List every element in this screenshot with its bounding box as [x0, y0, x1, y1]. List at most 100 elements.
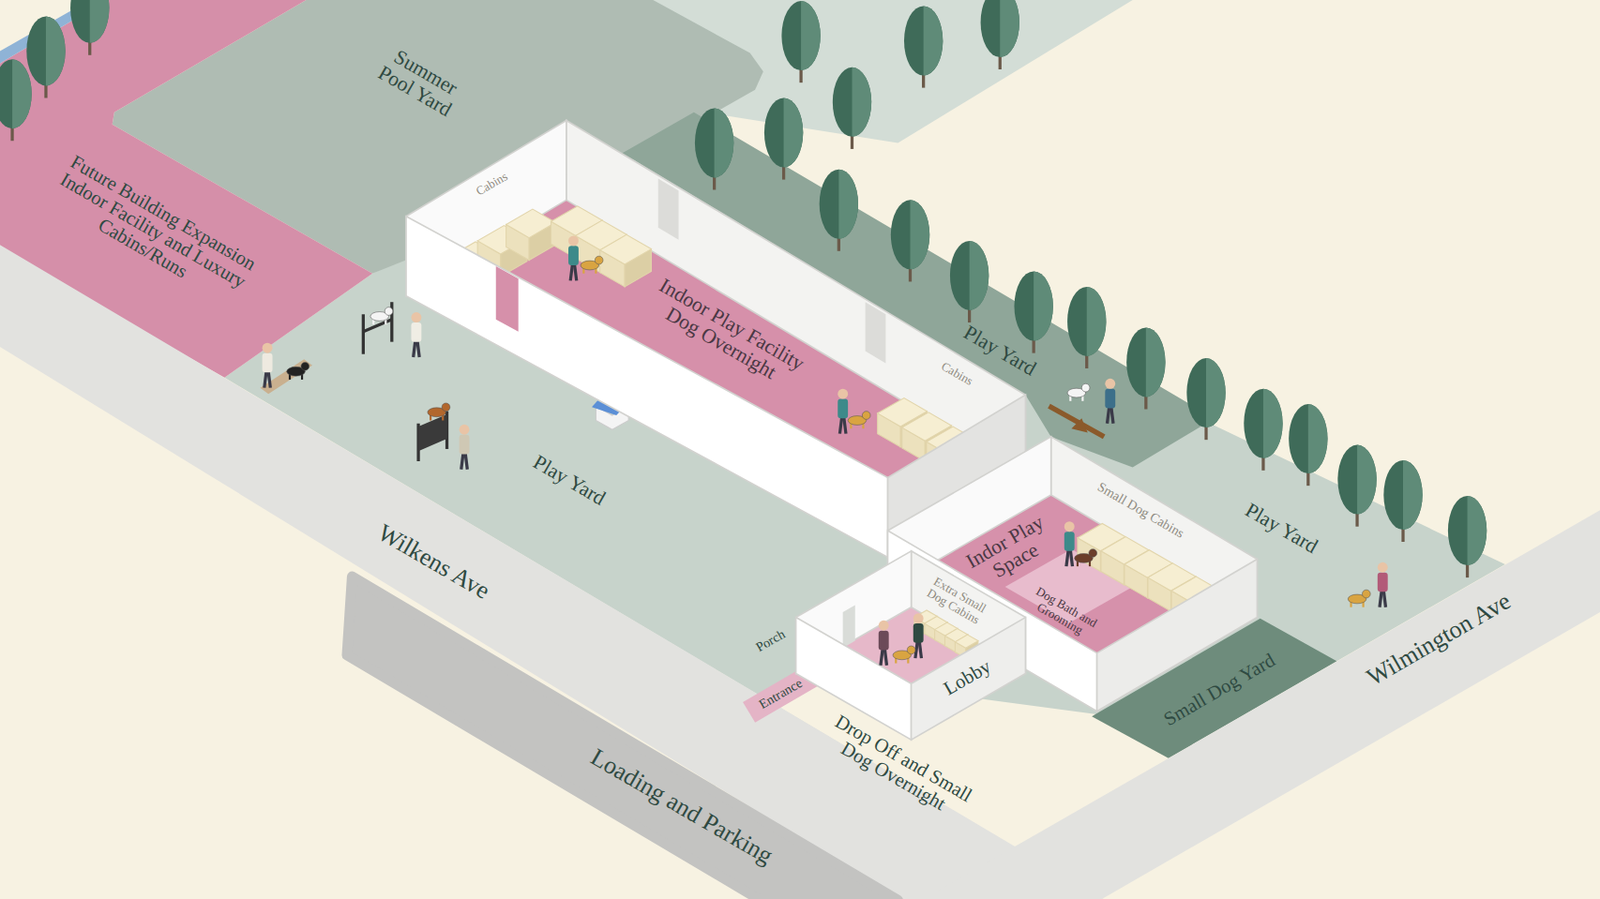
person-leg: [461, 452, 464, 469]
person-body: [913, 623, 924, 644]
cabin-top: [600, 234, 652, 265]
person-leg: [1111, 407, 1114, 423]
region-label: Extra Small Dog Cabins: [918, 587, 996, 613]
cabin-top: [506, 209, 557, 238]
tree-canopy-light: [45, 15, 66, 86]
region-label: Play Yard: [943, 339, 1057, 362]
person-leg: [574, 264, 577, 281]
person-body: [878, 631, 890, 651]
region-label: Play Yard: [513, 468, 626, 491]
region-label: LobbyExtra Small Dog Cabins: [926, 667, 1009, 689]
dog-head: [441, 403, 451, 412]
region-label: Entrance: [739, 687, 822, 702]
person-body: [837, 399, 848, 420]
dog-head: [594, 256, 604, 265]
tree-canopy: [0, 59, 32, 129]
region-label: Cabins: [926, 366, 988, 380]
region-label: Play Yard: [1225, 516, 1339, 539]
person-leg: [880, 649, 883, 665]
person-leg: [1379, 590, 1382, 607]
person-head: [1064, 521, 1075, 532]
tree-canopy: [1288, 404, 1328, 474]
person-body: [568, 245, 579, 266]
tree-canopy-light: [1206, 358, 1226, 428]
building-wall: [406, 216, 889, 559]
hurdle-board: [418, 414, 447, 452]
tree-canopy-light: [800, 0, 821, 71]
person-head: [410, 312, 422, 323]
tree-canopy-light: [923, 6, 944, 76]
dog-head: [861, 411, 871, 421]
region-label: Loading and Parking: [558, 793, 804, 819]
region-label: Small Dog Cabins: [1079, 503, 1203, 518]
tree-canopy: [764, 97, 803, 167]
door: [496, 266, 519, 333]
tree-canopy: [1067, 286, 1106, 357]
cabin-top: [954, 634, 978, 649]
tree-canopy: [904, 6, 943, 76]
region-label: Indor Play SpaceSmall Dog CabinsDog Bath…: [959, 529, 1062, 574]
person-leg: [915, 642, 918, 659]
tree-canopy-light: [1467, 496, 1488, 566]
person-head: [878, 620, 890, 632]
region-label: Summer Pool Yard: [369, 60, 472, 104]
region-label: Dog Bath and Grooming: [1022, 600, 1104, 626]
tree-canopy-light: [1403, 460, 1423, 530]
person-leg: [1106, 407, 1109, 423]
person-leg: [1070, 550, 1072, 567]
tree-canopy-light: [1263, 389, 1284, 459]
tree-canopy-light: [1146, 327, 1166, 397]
person-head: [568, 235, 579, 246]
person-head: [913, 613, 924, 624]
region-label: Porch: [739, 633, 801, 649]
door: [658, 178, 680, 240]
person-leg: [417, 341, 420, 358]
person-leg: [413, 341, 416, 358]
tree-canopy: [70, 0, 109, 44]
person-leg: [839, 417, 842, 434]
person-body: [1377, 573, 1389, 593]
region-label: Wilkens Ave: [347, 548, 521, 574]
tree-canopy: [890, 199, 930, 270]
person-leg: [1066, 550, 1069, 567]
dog-head: [906, 646, 916, 655]
dog-head: [384, 307, 393, 317]
person-body: [262, 353, 273, 374]
tree-canopy-light: [1086, 286, 1107, 357]
tree-canopy: [819, 169, 859, 240]
person-leg: [264, 371, 267, 388]
region-label: Indoor Play Facility Dog OvernightCabins…: [634, 312, 819, 356]
region-label: Cabins: [461, 177, 523, 191]
tree-canopy-light: [910, 199, 931, 270]
person-leg: [268, 371, 271, 388]
person-head: [459, 424, 470, 436]
person-leg: [844, 417, 846, 434]
building-wall: [911, 618, 1027, 741]
person-leg: [570, 264, 573, 281]
window: [843, 605, 856, 650]
region-label: Drop Off and Small Dog Overnight: [814, 747, 983, 789]
building-wall: [566, 120, 1027, 475]
tree-canopy: [781, 0, 820, 71]
person-leg: [919, 642, 921, 659]
dog-head: [1088, 549, 1098, 559]
region-label: Future Building Expansion Indoor Facilit…: [45, 199, 260, 261]
dog-head: [1081, 383, 1090, 393]
tree-canopy: [1383, 460, 1422, 530]
tree-canopy: [1126, 327, 1165, 397]
door: [865, 301, 887, 363]
person-body: [459, 435, 470, 455]
person-body: [1104, 389, 1116, 409]
tree-canopy-light: [969, 241, 990, 311]
tree-canopy: [1337, 445, 1376, 515]
person-body: [410, 322, 422, 343]
tree-canopy-light: [1357, 445, 1377, 515]
trees: [0, 0, 1487, 578]
tree-canopy-light: [90, 0, 110, 44]
person-head: [262, 343, 273, 354]
tree-canopy: [1448, 496, 1487, 566]
tree-canopy: [950, 241, 989, 311]
tree-canopy-light: [714, 107, 735, 178]
